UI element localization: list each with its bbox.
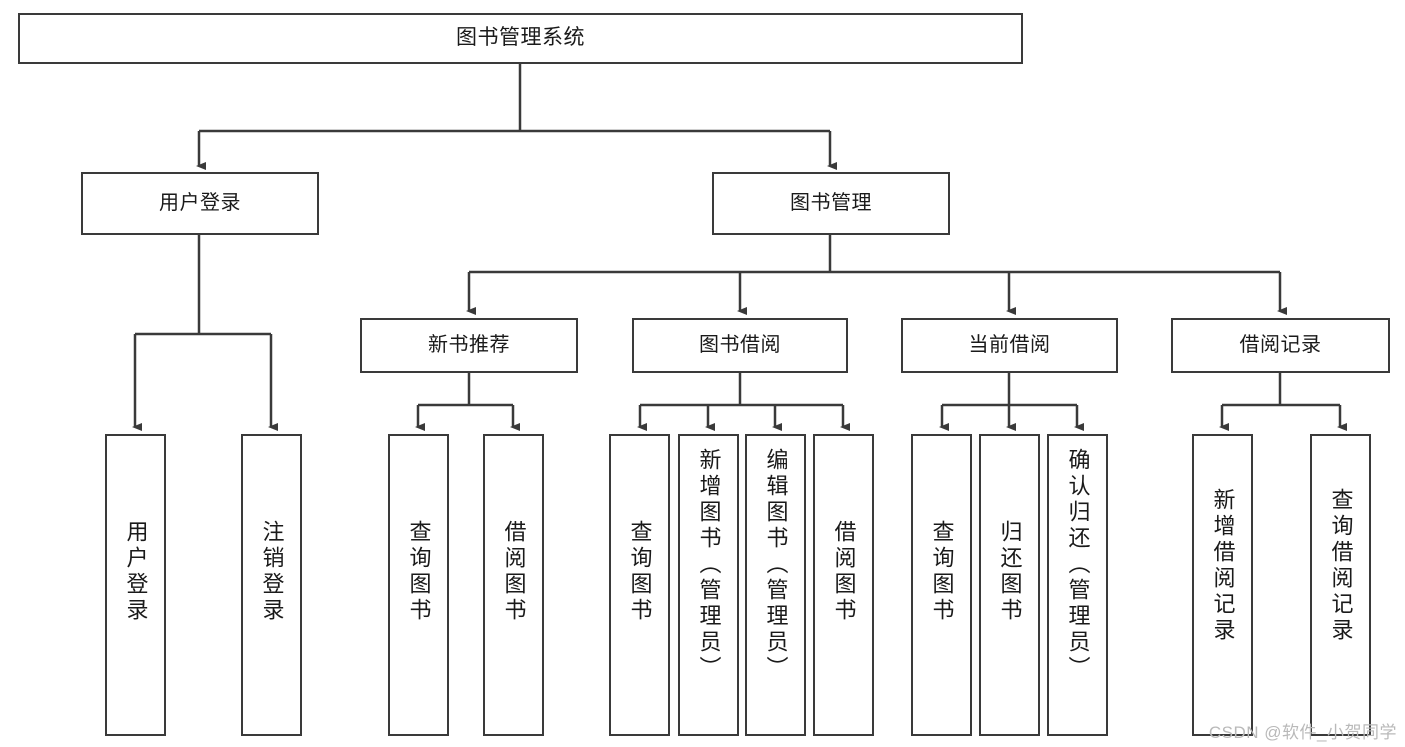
leaf-book-borrow-borrow-book[interactable]: 借阅图书 <box>813 434 874 736</box>
leaf-book-borrow-edit-book-admin[interactable]: 编辑图书（管理员） <box>745 434 806 736</box>
node-label: 借阅图书 <box>831 520 857 624</box>
node-label: 确认归还（管理员） <box>1065 448 1091 682</box>
leaf-borrow-record-add-record[interactable]: 新增借阅记录 <box>1192 434 1253 736</box>
node-label: 注销登录 <box>259 520 285 624</box>
node-label: 新增图书（管理员） <box>696 448 722 682</box>
node-label: 查询图书 <box>406 520 432 624</box>
node-label: 查询图书 <box>929 520 955 624</box>
node-label: 图书借阅 <box>699 333 781 356</box>
node-borrow-record[interactable]: 借阅记录 <box>1171 318 1390 373</box>
leaf-user-login-login[interactable]: 用户登录 <box>105 434 166 736</box>
node-label: 查询图书 <box>627 520 653 624</box>
leaf-book-borrow-add-book-admin[interactable]: 新增图书（管理员） <box>678 434 739 736</box>
leaf-current-borrow-confirm-return-admin[interactable]: 确认归还（管理员） <box>1047 434 1108 736</box>
node-label: 查询借阅记录 <box>1328 488 1354 644</box>
node-label: 图书管理 <box>790 191 872 214</box>
node-label: 用户登录 <box>123 520 149 624</box>
leaf-current-borrow-query-book[interactable]: 查询图书 <box>911 434 972 736</box>
node-label: 当前借阅 <box>968 333 1051 356</box>
leaf-current-borrow-return-book[interactable]: 归还图书 <box>979 434 1040 736</box>
node-user-login[interactable]: 用户登录 <box>81 172 319 235</box>
node-label: 新增借阅记录 <box>1210 488 1236 644</box>
leaf-borrow-record-query-record[interactable]: 查询借阅记录 <box>1310 434 1371 736</box>
leaf-user-login-logout[interactable]: 注销登录 <box>241 434 302 736</box>
node-label: 新书推荐 <box>428 333 510 356</box>
node-new-book-recommend[interactable]: 新书推荐 <box>360 318 578 373</box>
node-label: 借阅图书 <box>501 520 527 624</box>
leaf-new-book-borrow-book[interactable]: 借阅图书 <box>483 434 544 736</box>
node-root-book-management-system[interactable]: 图书管理系统 <box>18 13 1023 64</box>
node-book-management[interactable]: 图书管理 <box>712 172 950 235</box>
node-book-borrow[interactable]: 图书借阅 <box>632 318 848 373</box>
node-label: 归还图书 <box>997 520 1023 624</box>
watermark-text: CSDN @软件_小贺同学 <box>1208 723 1397 742</box>
node-current-borrow[interactable]: 当前借阅 <box>901 318 1118 373</box>
node-label: 图书管理系统 <box>456 26 585 50</box>
node-label: 借阅记录 <box>1239 333 1322 356</box>
node-label: 编辑图书（管理员） <box>763 448 789 682</box>
leaf-new-book-query-book[interactable]: 查询图书 <box>388 434 449 736</box>
node-label: 用户登录 <box>159 191 241 214</box>
leaf-book-borrow-query-book[interactable]: 查询图书 <box>609 434 670 736</box>
